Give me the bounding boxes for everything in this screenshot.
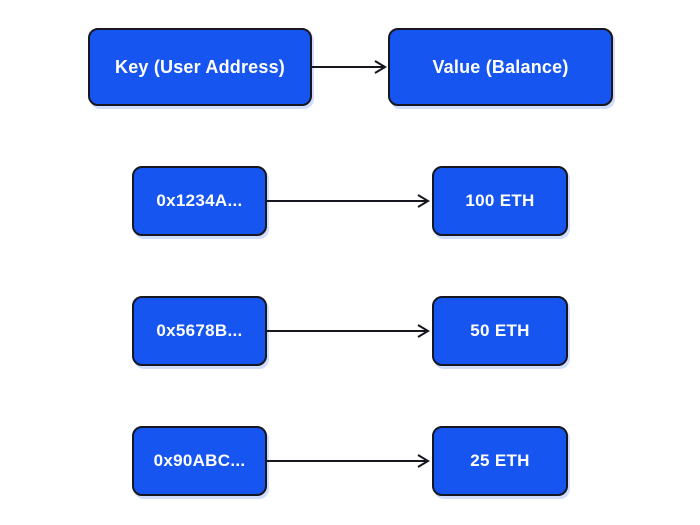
value-header-box: Value (Balance) [388, 28, 613, 106]
address-label: 0x5678B... [156, 321, 243, 340]
balance-label: 25 ETH [470, 451, 530, 470]
key-header-label: Key (User Address) [115, 56, 285, 77]
address-box-1: 0x1234A... [132, 166, 267, 236]
balance-box-3: 25 ETH [432, 426, 568, 496]
address-box-2: 0x5678B... [132, 296, 267, 366]
row-arrow-icon [267, 193, 432, 209]
balance-box-2: 50 ETH [432, 296, 568, 366]
key-header-box: Key (User Address) [88, 28, 312, 106]
row-arrow-icon [267, 323, 432, 339]
row-arrow-icon [267, 453, 432, 469]
address-label: 0x90ABC... [153, 451, 246, 470]
address-box-3: 0x90ABC... [132, 426, 267, 496]
balance-box-1: 100 ETH [432, 166, 568, 236]
balance-label: 100 ETH [465, 191, 535, 210]
header-arrow-icon [311, 59, 389, 75]
value-header-label: Value (Balance) [432, 56, 569, 77]
address-label: 0x1234A... [156, 191, 243, 210]
balance-label: 50 ETH [470, 321, 530, 340]
